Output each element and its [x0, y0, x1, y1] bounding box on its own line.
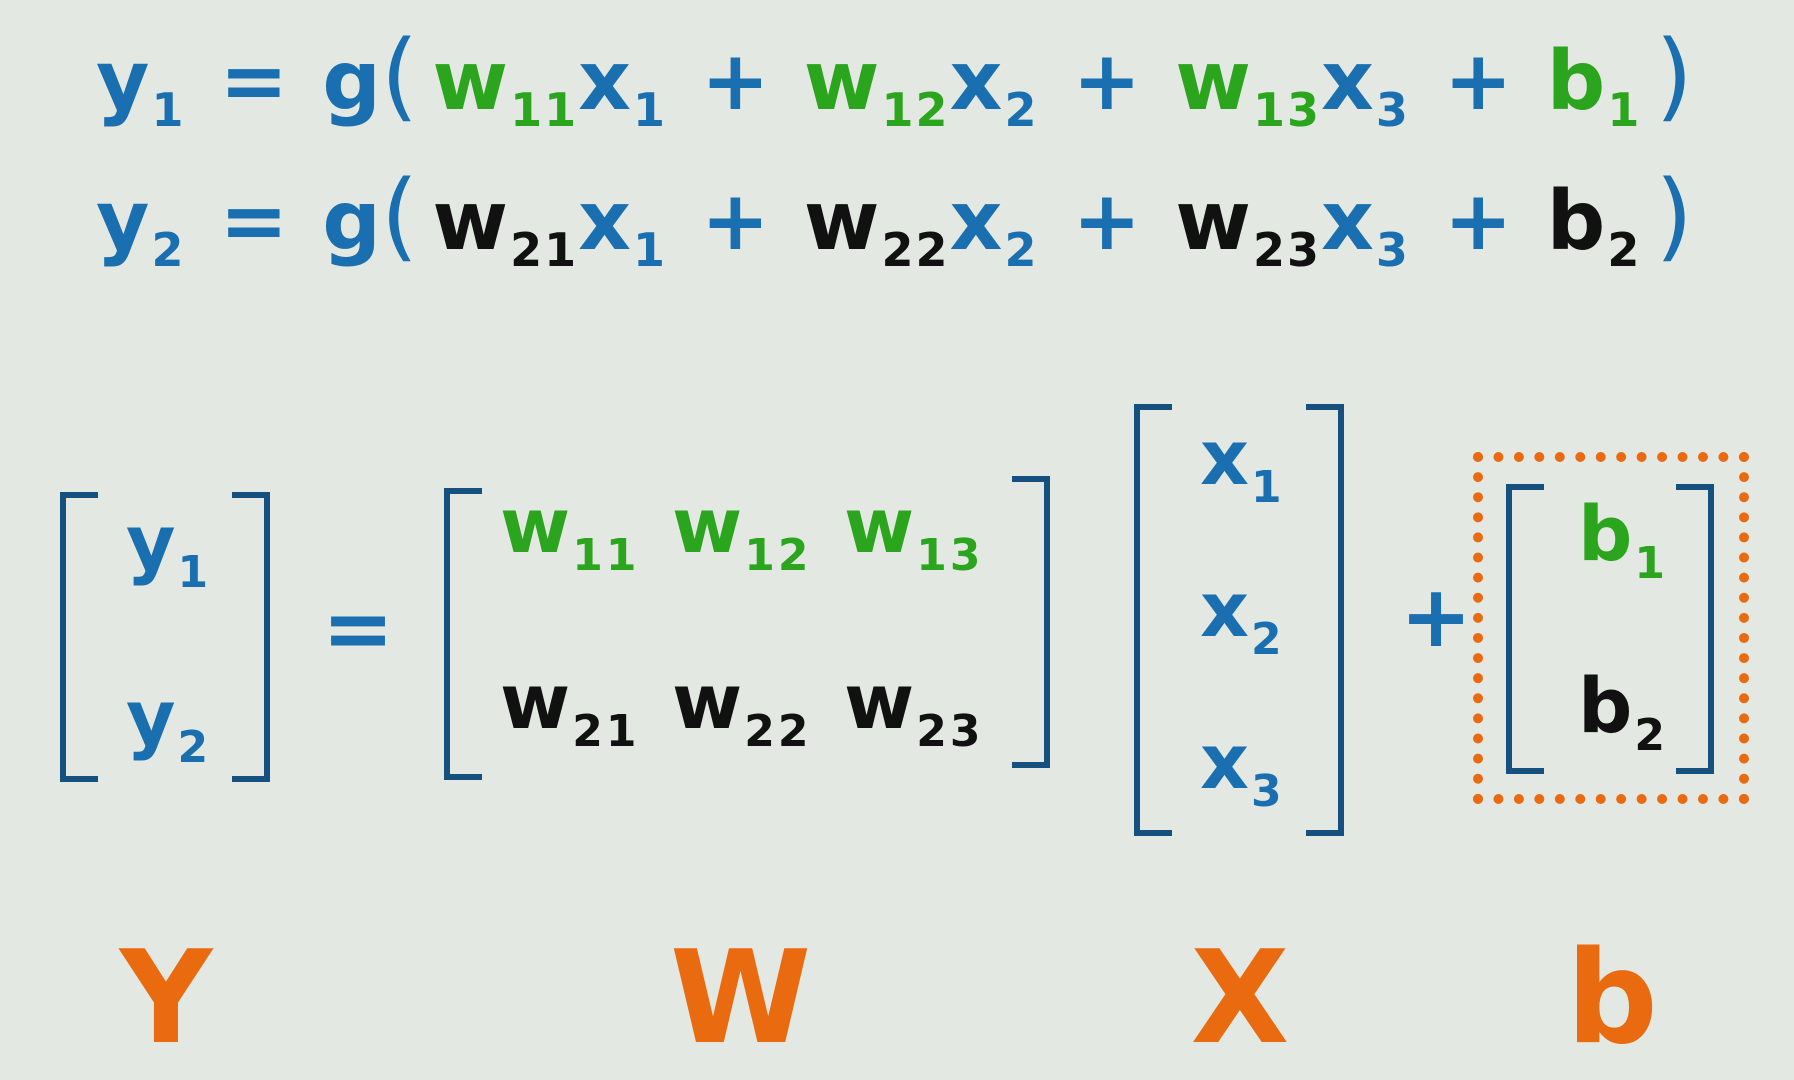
bias-b1: b1 [1546, 34, 1642, 138]
input-x1: x1 [578, 34, 668, 138]
matrix-y-entry-2: y2 [126, 673, 212, 774]
input-x3: x3 [1320, 34, 1410, 138]
matrix-w-entry-11: w11 [500, 481, 640, 582]
equation-line-2: y2 = g ( w21 x1 + w22 x2 + w23 x3 + b2 ) [96, 160, 1693, 280]
matrix-b-right-bracket [1676, 484, 1714, 774]
matrix-equals-sign: = [322, 579, 395, 679]
bias-b2: b2 [1546, 174, 1642, 278]
matrix-x-right-bracket [1306, 404, 1344, 836]
y2-symbol: y2 [96, 174, 186, 278]
equals-sign: = [219, 34, 289, 129]
label-x: X [1190, 924, 1290, 1073]
matrix-x-entry-2: x2 [1200, 565, 1285, 666]
bias-highlight-box [1473, 452, 1749, 804]
label-w: W [670, 924, 812, 1073]
matrix-x-entry-1: x1 [1200, 413, 1285, 514]
plus-sign: + [1072, 174, 1142, 269]
y1-symbol: y1 [96, 34, 186, 138]
weight-w11: w11 [432, 34, 579, 138]
input-x1: x1 [578, 174, 668, 278]
weight-w12: w12 [803, 34, 950, 138]
matrix-y-right-bracket [232, 492, 270, 782]
matrix-b-entry-2: b2 [1578, 661, 1669, 762]
matrix-b-entry-1: b1 [1578, 489, 1669, 590]
label-b: b [1566, 924, 1658, 1073]
plus-sign: + [701, 34, 770, 129]
weight-w13: w13 [1175, 34, 1321, 138]
plus-sign: + [701, 174, 770, 269]
close-paren: ) [1655, 20, 1693, 132]
input-x2: x2 [949, 34, 1039, 138]
weight-w22: w22 [803, 174, 950, 278]
matrix-w-entry-21: w21 [500, 657, 640, 758]
matrix-w-entry-22: w22 [672, 657, 812, 758]
close-paren: ) [1655, 160, 1693, 272]
matrix-plus-sign: + [1400, 567, 1473, 667]
plus-sign: + [1072, 34, 1142, 129]
equals-sign: = [219, 174, 289, 269]
weight-w21: w21 [432, 174, 579, 278]
equation-line-1: y1 = g ( w11 x1 + w12 x2 + w13 x3 + b1 ) [96, 20, 1693, 140]
matrix-w-left-bracket [444, 488, 482, 780]
input-x2: x2 [949, 174, 1039, 278]
open-paren: ( [380, 160, 419, 272]
matrix-y-left-bracket [60, 492, 98, 782]
weight-w23: w23 [1175, 174, 1321, 278]
plus-sign: + [1443, 174, 1513, 269]
input-x3: x3 [1320, 174, 1410, 278]
label-y: Y [119, 924, 213, 1073]
matrix-w-entry-13: w13 [844, 481, 984, 582]
matrix-b-left-bracket [1506, 484, 1544, 774]
matrix-x-left-bracket [1134, 404, 1172, 836]
matrix-w-entry-23: w23 [844, 657, 984, 758]
matrix-x-entry-3: x3 [1200, 717, 1285, 818]
plus-sign: + [1443, 34, 1513, 129]
matrix-y-entry-1: y1 [126, 498, 212, 599]
function-g: g [322, 34, 381, 129]
matrix-w-right-bracket [1012, 476, 1050, 768]
open-paren: ( [380, 20, 419, 132]
matrix-w-entry-12: w12 [672, 481, 812, 582]
function-g: g [322, 174, 381, 269]
